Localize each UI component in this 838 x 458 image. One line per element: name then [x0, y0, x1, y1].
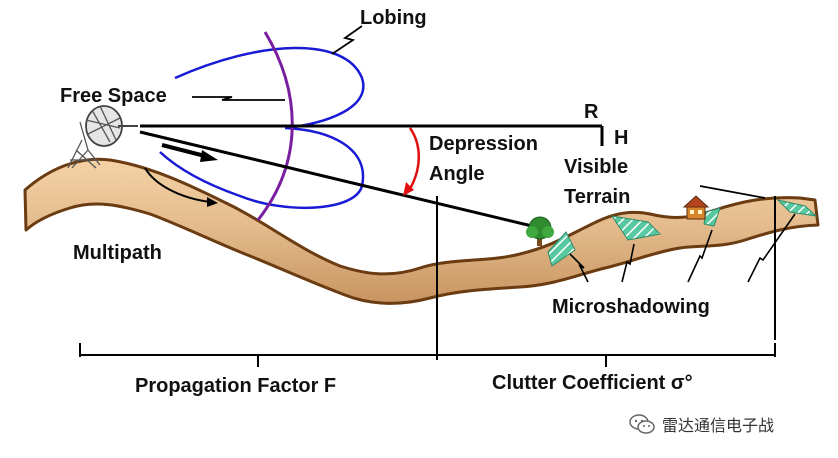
microshadow-leader-3 [687, 229, 713, 283]
lobing-leader [331, 25, 363, 55]
microshadow-leader-1 [569, 253, 589, 283]
wechat-logo-icon [629, 414, 655, 434]
free-space-label: Free Space [60, 85, 167, 107]
depression-line [139, 130, 533, 228]
depression-arrowhead [403, 182, 414, 196]
depression-label: Depression [429, 133, 538, 155]
radar-antenna-icon [67, 105, 138, 169]
microshadow-patch [610, 215, 662, 241]
lobing-label: Lobing [360, 7, 427, 29]
lobing-pattern [159, 46, 365, 209]
propagation-factor-label: Propagation Factor F [135, 375, 337, 397]
terrain-label: Terrain [564, 186, 631, 208]
upper-lobe [174, 46, 365, 130]
visible-label: Visible [564, 156, 629, 178]
microshadow-leader-4 [747, 213, 796, 283]
multipath-label: Multipath [73, 242, 162, 264]
lower-lobe [159, 126, 365, 209]
range-label: R [584, 101, 599, 123]
tree-icon [526, 216, 554, 246]
height-label: H [614, 127, 629, 149]
microshadow-patches [547, 199, 818, 267]
ray-arrow [161, 143, 206, 158]
free-space-leader [192, 96, 285, 101]
ray-arrowhead [200, 150, 218, 162]
microshadow-patch [547, 231, 576, 267]
microshadow-leader-2 [621, 243, 635, 283]
bracket-clutter [437, 343, 776, 367]
microshadow-patch [776, 199, 818, 217]
clutter-coefficient-label: Clutter Coefficient σ° [492, 372, 693, 394]
multipath-ray [144, 167, 211, 203]
visible-terrain-leader [699, 185, 766, 199]
multipath-arrowhead [207, 197, 218, 207]
microshadow-patch [703, 207, 721, 227]
terrain-band [23, 157, 820, 305]
house-icon [682, 195, 710, 220]
watermark: 雷达通信电子战 [628, 412, 774, 436]
angle-label: Angle [429, 163, 485, 185]
depression-angle-arc [406, 127, 420, 193]
microshadowing-label: Microshadowing [552, 296, 710, 318]
bracket-propagation [79, 343, 438, 367]
watermark-text: 雷达通信电子战 [662, 416, 775, 435]
